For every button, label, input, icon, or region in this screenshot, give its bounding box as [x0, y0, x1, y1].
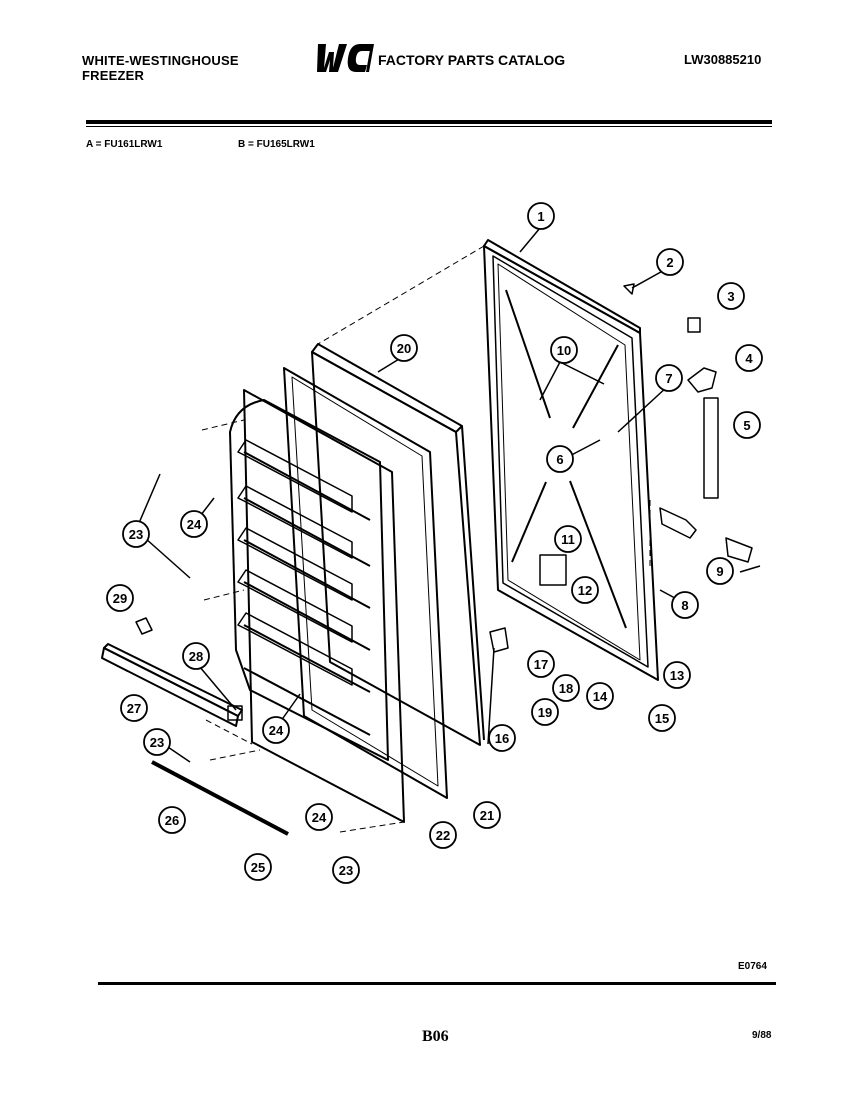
callout-4: 4 — [735, 344, 763, 372]
svg-text:27: 27 — [127, 701, 141, 716]
callout-17: 17 — [527, 650, 555, 678]
callout-8: 8 — [671, 591, 699, 619]
hinge-hardware — [489, 283, 753, 653]
brand-line-2: FREEZER — [82, 68, 145, 83]
callout-18: 18 — [552, 674, 580, 702]
svg-text:18: 18 — [559, 681, 573, 696]
callout-24a: 24 — [180, 510, 208, 538]
svg-text:1: 1 — [537, 209, 544, 224]
callout-11: 11 — [554, 525, 582, 553]
assembly-lines — [201, 245, 651, 833]
svg-text:2: 2 — [666, 255, 673, 270]
svg-text:21: 21 — [480, 808, 494, 823]
svg-text:10: 10 — [557, 343, 571, 358]
callout-14: 14 — [586, 682, 614, 710]
svg-text:8: 8 — [681, 598, 688, 613]
svg-text:5: 5 — [743, 418, 750, 433]
svg-text:29: 29 — [113, 591, 127, 606]
footer-rule — [98, 982, 776, 985]
callout-23a: 23 — [122, 520, 150, 548]
callout-20: 20 — [390, 334, 418, 362]
callout-23b: 23 — [143, 728, 171, 756]
svg-text:16: 16 — [495, 731, 509, 746]
callout-29: 29 — [106, 584, 134, 612]
svg-text:23: 23 — [129, 527, 143, 542]
bottom-trim-and-rod — [101, 617, 289, 836]
svg-text:14: 14 — [593, 689, 608, 704]
callout-24c: 24 — [305, 803, 333, 831]
svg-text:3: 3 — [727, 289, 734, 304]
svg-text:28: 28 — [189, 649, 203, 664]
callout-28: 28 — [182, 642, 210, 670]
svg-text:9: 9 — [716, 564, 723, 579]
callout-27: 27 — [120, 694, 148, 722]
callout-26: 26 — [158, 806, 186, 834]
svg-text:15: 15 — [655, 711, 669, 726]
svg-text:6: 6 — [556, 452, 563, 467]
svg-text:24: 24 — [187, 517, 202, 532]
catalog-title: FACTORY PARTS CATALOG — [378, 52, 566, 68]
model-a-label: A = FU161LRW1 — [86, 139, 163, 150]
callout-10: 10 — [550, 336, 578, 364]
callout-3: 3 — [717, 282, 745, 310]
svg-text:4: 4 — [745, 351, 753, 366]
svg-text:22: 22 — [436, 828, 450, 843]
callout-24b: 24 — [262, 716, 290, 744]
svg-text:17: 17 — [534, 657, 548, 672]
door-gasket — [283, 367, 448, 799]
svg-text:23: 23 — [150, 735, 164, 750]
svg-text:12: 12 — [578, 583, 592, 598]
callout-19: 19 — [531, 698, 559, 726]
header-rule-thin — [86, 126, 772, 127]
header-rule-thick — [86, 120, 772, 124]
svg-text:13: 13 — [670, 668, 684, 683]
svg-text:19: 19 — [538, 705, 552, 720]
callout-2: 2 — [656, 248, 684, 276]
callout-22: 22 — [429, 821, 457, 849]
wci-logo — [317, 44, 374, 72]
callout-7: 7 — [655, 364, 683, 392]
callout-15: 15 — [648, 704, 676, 732]
callout-21: 21 — [473, 801, 501, 829]
drawing-code: E0764 — [738, 961, 767, 972]
callout-12: 12 — [571, 576, 599, 604]
door-liner-panel — [311, 343, 485, 746]
callout-1: 1 — [527, 202, 555, 230]
callout-23c: 23 — [332, 856, 360, 884]
callout-25: 25 — [244, 853, 272, 881]
svg-text:20: 20 — [397, 341, 411, 356]
callout-16: 16 — [488, 724, 516, 752]
brand-name: WHITE-WESTINGHOUSE FREEZER — [82, 53, 239, 83]
outer-door-panel — [483, 239, 659, 681]
svg-text:23: 23 — [339, 863, 353, 878]
svg-text:26: 26 — [165, 813, 179, 828]
callout-5: 5 — [733, 411, 761, 439]
svg-text:24: 24 — [312, 810, 327, 825]
model-b-label: B = FU165LRW1 — [238, 139, 315, 150]
callout-9: 9 — [706, 557, 734, 585]
catalog-date: 9/88 — [752, 1030, 772, 1041]
callout-13: 13 — [663, 661, 691, 689]
brand-line-1: WHITE-WESTINGHOUSE — [82, 53, 239, 68]
document-number: LW30885210 — [684, 52, 762, 67]
svg-text:11: 11 — [561, 532, 575, 547]
svg-text:7: 7 — [665, 371, 672, 386]
callout-6: 6 — [546, 445, 574, 473]
svg-text:25: 25 — [251, 860, 265, 875]
svg-text:24: 24 — [269, 723, 284, 738]
page-number: B06 — [422, 1028, 449, 1045]
